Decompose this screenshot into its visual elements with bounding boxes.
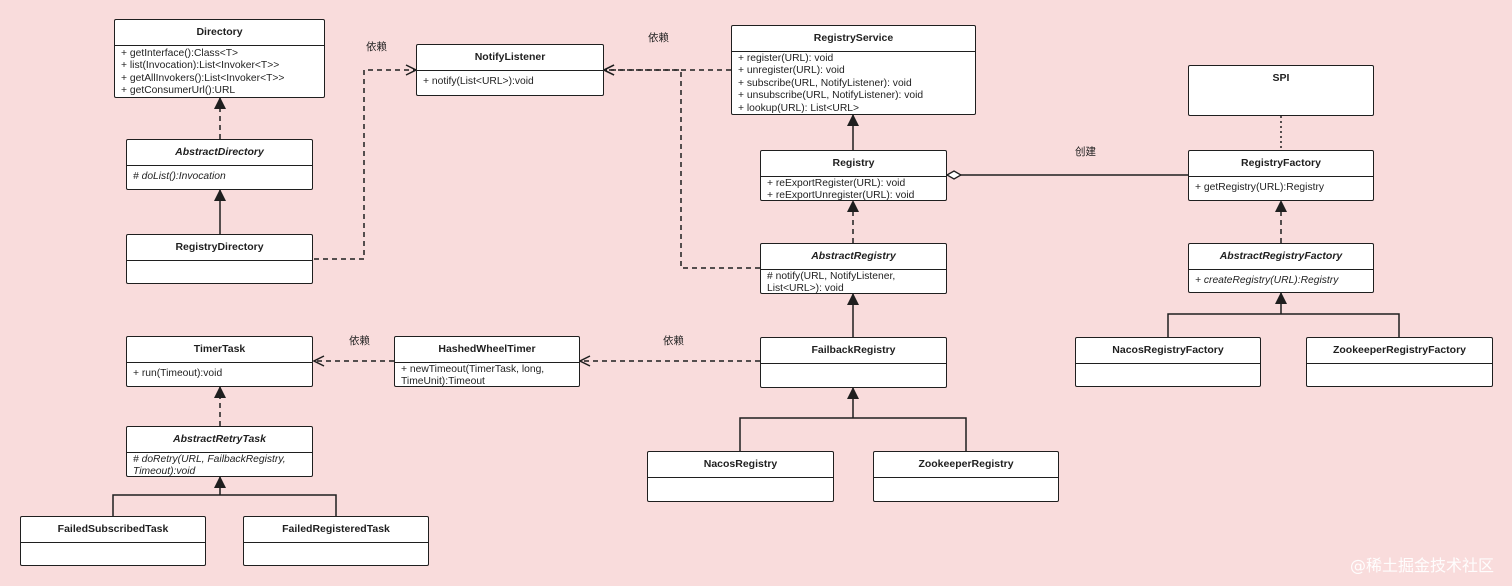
member: # doRetry(URL, FailbackRegistry, — [133, 454, 286, 465]
member: + getAllInvokers():List<Invoker<T>> — [121, 72, 285, 84]
class-registry-factory[interactable]: RegistryFactory + getRegistry(URL):Regis… — [1188, 150, 1374, 201]
label-dependency-failback: 依赖 — [663, 335, 684, 347]
edge-registrydirectory-notifylistener — [314, 70, 416, 260]
class-name: FailbackRegistry — [811, 344, 896, 356]
label-dependency-timer: 依赖 — [349, 335, 370, 347]
class-abstract-registry[interactable]: AbstractRegistry # notify(URL, NotifyLis… — [760, 243, 947, 294]
class-members — [21, 542, 205, 567]
class-name: FailedRegisteredTask — [282, 523, 390, 535]
edge-abstractregistry-notifylistener — [604, 70, 760, 269]
class-members — [1307, 363, 1492, 388]
class-name: TimerTask — [193, 343, 246, 355]
label-create: 创建 — [1075, 146, 1096, 158]
class-failed-registered-task[interactable]: FailedRegisteredTask — [243, 516, 429, 566]
member: + reExportRegister(URL): void — [767, 178, 906, 189]
class-members: + notify(List<URL>):void — [417, 70, 603, 88]
member: # doList():Invocation — [133, 171, 226, 182]
class-name: NacosRegistry — [703, 458, 778, 470]
class-failback-registry[interactable]: FailbackRegistry — [760, 337, 947, 388]
class-zookeeper-registry-factory[interactable]: ZookeeperRegistryFactory — [1306, 337, 1493, 387]
class-name: FailedSubscribedTask — [57, 523, 169, 535]
class-members — [1076, 363, 1260, 388]
class-members: + getRegistry(URL):Registry — [1189, 176, 1373, 194]
member: + getConsumerUrl():URL — [121, 85, 236, 97]
class-nacos-registry-factory[interactable]: NacosRegistryFactory — [1075, 337, 1261, 387]
class-members: + newTimeout(TimerTask, long,TimeUnit):T… — [395, 362, 579, 389]
class-name: ZookeeperRegistryFactory — [1332, 344, 1467, 356]
class-directory[interactable]: Directory + getInterface():Class<T>+ lis… — [114, 19, 325, 98]
member: + reExportUnregister(URL): void — [767, 190, 915, 202]
class-hashed-wheel-timer[interactable]: HashedWheelTimer + newTimeout(TimerTask,… — [394, 336, 580, 387]
member: TimeUnit):Timeout — [401, 376, 485, 388]
class-abstract-registry-factory[interactable]: AbstractRegistryFactory + createRegistry… — [1188, 243, 1374, 293]
member: + notify(List<URL>):void — [423, 76, 534, 87]
class-name: NotifyListener — [474, 51, 546, 63]
edge-tasks-abstractretrytask — [112, 477, 337, 516]
label-dependency-notify: 依赖 — [366, 41, 387, 53]
class-name: RegistryService — [813, 32, 894, 44]
class-members — [127, 260, 312, 285]
member: + list(Invocation):List<Invoker<T>> — [121, 60, 280, 72]
class-members: + getInterface():Class<T>+ list(Invocati… — [115, 45, 324, 98]
class-nacos-registry[interactable]: NacosRegistry — [647, 451, 834, 502]
class-members — [874, 477, 1058, 503]
class-notify-listener[interactable]: NotifyListener + notify(List<URL>):void — [416, 44, 604, 96]
member: + unsubscribe(URL, NotifyListener): void — [738, 90, 924, 102]
class-name: AbstractRegistry — [811, 250, 896, 262]
class-members — [761, 363, 946, 389]
class-members: # doList():Invocation — [127, 165, 312, 183]
class-members: + run(Timeout):void — [127, 362, 312, 380]
member: + unregister(URL): void — [738, 65, 845, 77]
class-name: AbstractRegistryFactory — [1219, 250, 1343, 262]
class-name: AbstractRetryTask — [173, 433, 266, 445]
class-timer-task[interactable]: TimerTask + run(Timeout):void — [126, 336, 313, 387]
edge-factories-abstractregistryfactory — [1167, 293, 1400, 337]
member: Timeout):void — [133, 466, 196, 478]
member: + newTimeout(TimerTask, long, — [401, 364, 545, 375]
class-members: + createRegistry(URL):Registry — [1189, 269, 1373, 287]
class-name: Registry — [832, 157, 875, 169]
member: + createRegistry(URL):Registry — [1195, 275, 1339, 286]
class-name: HashedWheelTimer — [438, 343, 536, 355]
class-name: SPI — [1272, 72, 1290, 84]
class-registry[interactable]: Registry + reExportRegister(URL): void+ … — [760, 150, 947, 201]
class-name: AbstractDirectory — [175, 146, 264, 158]
class-failed-subscribed-task[interactable]: FailedSubscribedTask — [20, 516, 206, 566]
member: + getInterface():Class<T> — [121, 48, 239, 59]
class-members: # notify(URL, NotifyListener,List<URL>):… — [761, 269, 946, 296]
member: # notify(URL, NotifyListener, — [767, 271, 896, 282]
edge-registries-failbackregistry — [739, 388, 967, 451]
member: + getRegistry(URL):Registry — [1195, 182, 1325, 193]
class-members: + reExportRegister(URL): void+ reExportU… — [761, 176, 946, 203]
member: + lookup(URL): List<URL> — [738, 102, 860, 114]
member: List<URL>): void — [767, 283, 844, 295]
member: + run(Timeout):void — [133, 368, 223, 379]
class-name: Directory — [196, 26, 243, 38]
member: + register(URL): void — [738, 53, 834, 64]
class-members — [244, 542, 428, 567]
label-dependency-service: 依赖 — [648, 32, 669, 44]
class-members: + register(URL): void+ unregister(URL): … — [732, 51, 975, 115]
class-abstract-directory[interactable]: AbstractDirectory # doList():Invocation — [126, 139, 313, 190]
class-registry-directory[interactable]: RegistryDirectory — [126, 234, 313, 284]
class-name: RegistryFactory — [1241, 157, 1321, 169]
class-name: NacosRegistryFactory — [1112, 344, 1224, 356]
class-registry-service[interactable]: RegistryService + register(URL): void+ u… — [731, 25, 976, 115]
watermark: @稀土掘金技术社区 — [1349, 556, 1494, 575]
class-name: ZookeeperRegistry — [918, 458, 1014, 470]
member: + subscribe(URL, NotifyListener): void — [738, 77, 912, 89]
class-members — [648, 477, 833, 503]
class-spi[interactable]: SPI — [1188, 65, 1374, 116]
class-zookeeper-registry[interactable]: ZookeeperRegistry — [873, 451, 1059, 502]
class-abstract-retry-task[interactable]: AbstractRetryTask # doRetry(URL, Failbac… — [126, 426, 313, 477]
class-name: RegistryDirectory — [175, 241, 264, 253]
class-members: # doRetry(URL, FailbackRegistry,Timeout)… — [127, 452, 312, 479]
